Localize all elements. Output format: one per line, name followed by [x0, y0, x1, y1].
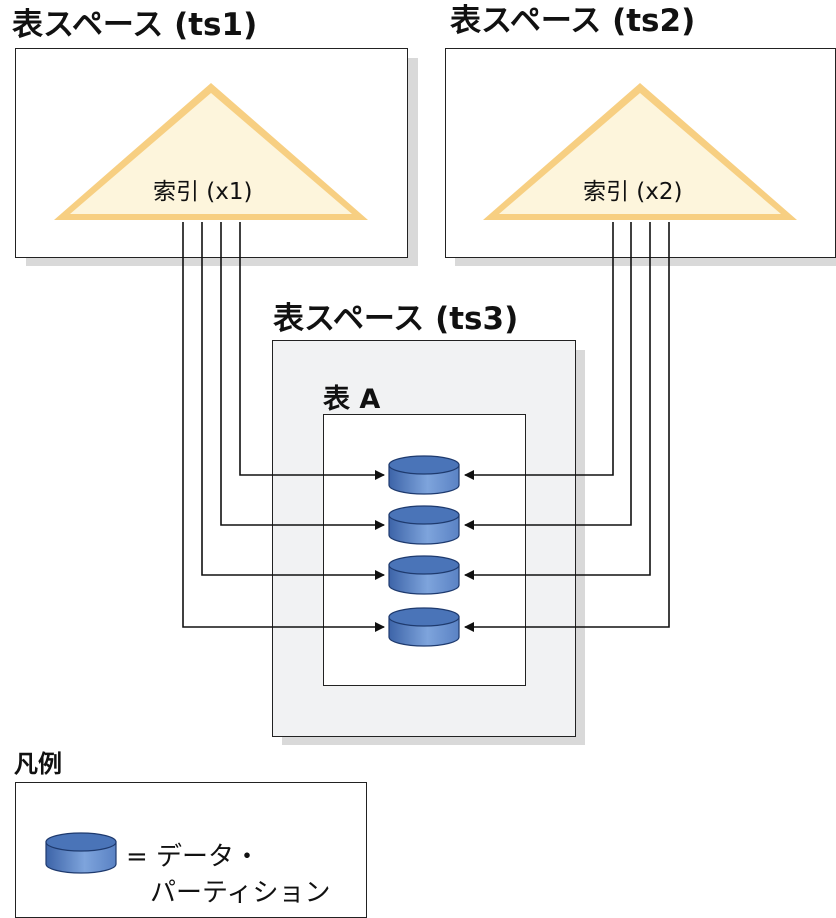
table-a-title: 表 A: [323, 384, 381, 415]
connector-x2-p3: [464, 222, 651, 580]
legend-title: 凡例: [14, 750, 62, 778]
connector-x1-p1: [239, 222, 385, 480]
data-partition-cylinder-3: [388, 555, 460, 595]
connector-x2-p1: [464, 222, 614, 480]
legend-item-line1: = データ・: [126, 842, 261, 872]
legend-cylinder-icon: [45, 832, 117, 874]
ts2-title: 表スペース (ts2): [450, 3, 696, 39]
connectors-x1: [182, 222, 385, 632]
data-partition-cylinder-1: [388, 455, 460, 495]
connectors-x2: [464, 222, 670, 632]
connector-x1-p3: [201, 222, 385, 580]
index-x1-triangle: [54, 83, 368, 220]
connector-x1-p4: [182, 222, 385, 632]
index-x2-label: 索引 (x2): [583, 179, 683, 205]
connector-x1-p2: [220, 222, 385, 530]
ts1-title: 表スペース (ts1): [12, 7, 258, 43]
connector-x2-p2: [464, 222, 632, 530]
index-x2-triangle: [483, 83, 797, 220]
data-partition-cylinder-2: [388, 505, 460, 545]
index-x1-label: 索引 (x1): [153, 179, 253, 205]
ts3-title: 表スペース (ts3): [273, 301, 519, 337]
data-partition-cylinder-4: [388, 607, 460, 647]
connector-x2-p4: [464, 222, 670, 632]
legend-item-line2: パーティション: [150, 878, 331, 908]
